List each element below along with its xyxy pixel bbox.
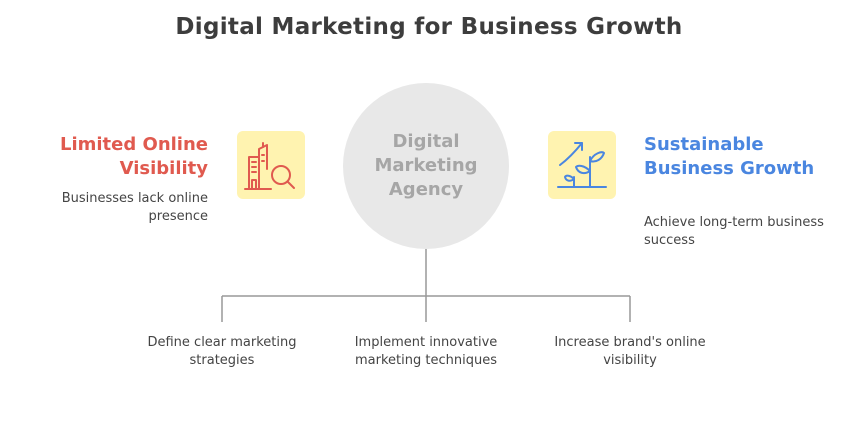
branch-label-techniques: Implement innovative marketing technique… xyxy=(354,335,498,368)
building-search-icon xyxy=(237,131,305,199)
center-label: Digital Marketing Agency xyxy=(374,131,478,200)
branch-label-strategies: Define clear marketing strategies xyxy=(147,335,297,368)
diagram-title: Digital Marketing for Business Growth xyxy=(175,14,683,40)
center-circle: Digital Marketing Agency xyxy=(343,83,509,249)
left-title: Limited Online Visibility xyxy=(59,134,208,179)
growth-plant-icon xyxy=(548,131,616,199)
left-description: Businesses lack online presence xyxy=(61,191,208,224)
right-title: Sustainable Business Growth xyxy=(644,134,815,179)
branch-label-visibility: Increase brand's online visibility xyxy=(554,335,706,368)
right-description: Achieve long-term business success xyxy=(644,215,824,248)
